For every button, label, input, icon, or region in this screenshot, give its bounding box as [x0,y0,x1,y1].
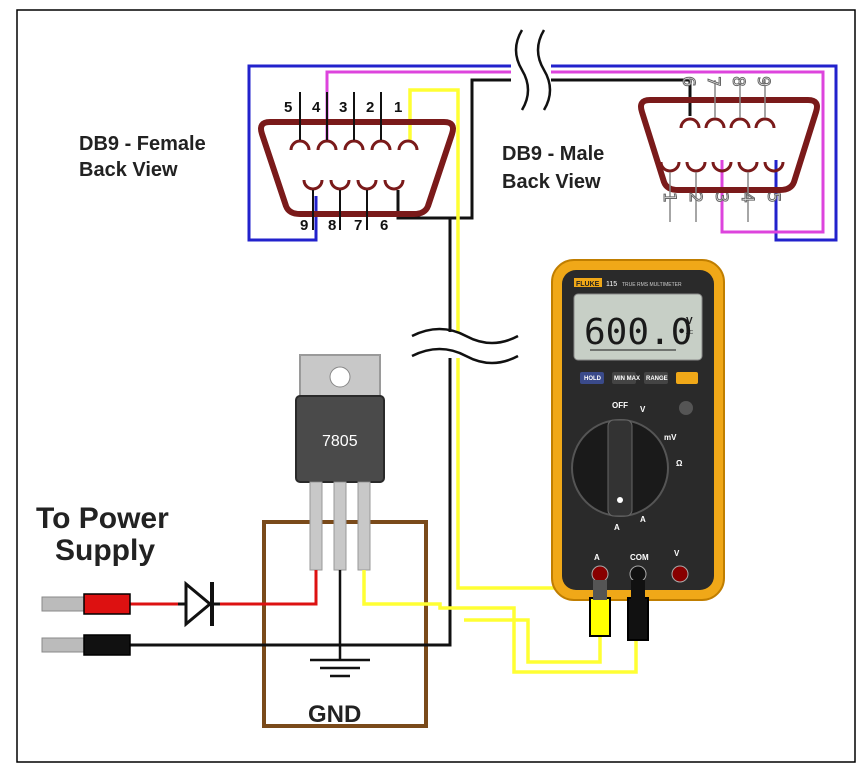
wire-break-top-gap [511,28,551,148]
female-label-line1: DB9 - Female [79,133,206,155]
range-button-label: RANGE [646,376,668,382]
male-pin-5: 5 [763,192,783,203]
female-pin-3: 3 [339,99,347,116]
male-pin-7: 7 [703,76,723,87]
jack-v[interactable] [671,565,689,583]
range-button[interactable] [644,372,668,384]
power-leads [41,593,131,656]
male-label-line1: DB9 - Male [502,143,604,165]
regulator-label: 7805 [322,433,358,450]
diode [178,580,220,628]
female-pin-6: 6 [380,217,388,234]
dial-off: OFF [612,401,628,410]
jack-a[interactable] [591,565,609,583]
male-pin-9: 9 [753,76,773,87]
dial-a: A [614,523,620,532]
min-max-button[interactable] [612,372,636,384]
female-pin-1: 1 [394,99,402,116]
wire-break-mid-upper [411,327,519,345]
wire-break-mid-lower [411,347,519,365]
female-pin-7: 7 [354,217,362,234]
dial-mv: mV [664,433,677,442]
regulator-7805: 7805 [295,354,385,571]
min-max-button-label: MIN MAX [614,376,640,382]
power-label-line2: Supply [55,534,155,567]
lcd-unit-sub: AC [686,330,693,336]
jack-a-label: A [594,553,600,562]
dial-a-ac: A [640,515,646,524]
red-wire-to-reg [218,570,318,606]
gnd-label: GND [308,701,361,728]
lcd-unit: V [686,316,693,327]
dial-ohm: Ω [676,459,683,468]
multimeter-brand: FLUKE [576,281,600,288]
female-pin-2: 2 [366,99,374,116]
male-label-line2: Back View [502,171,601,193]
multimeter: FLUKE 115 TRUE RMS MULTIMETER 600.0 V AC… [551,259,725,601]
jack-com-label: COM [630,553,649,562]
wire-break-top-left [514,29,530,111]
mode-button[interactable] [679,401,693,415]
female-pin-8: 8 [328,217,336,234]
power-label-line1: To Power [36,502,169,535]
black-probe [627,597,649,641]
yellow-wire-output [362,570,638,674]
jack-com[interactable] [629,565,647,583]
multimeter-model-desc: TRUE RMS MULTIMETER [622,282,682,288]
db9-female-connector: 5 4 3 2 1 9 8 7 6 [258,92,456,234]
dial-v: V [640,405,646,414]
magenta-wire [325,70,825,234]
wire-break-top-right [536,29,552,111]
female-pin-5: 5 [284,99,292,116]
male-pin-4: 4 [737,192,757,203]
male-pin-1: 1 [659,192,679,203]
black-probe-plug [631,580,645,600]
male-pin-8: 8 [728,76,748,87]
hold-button[interactable] [580,372,604,384]
lcd-reading: 600.0 [584,312,692,353]
male-pin-6: 6 [678,76,698,87]
female-pin-9: 9 [300,217,308,234]
male-pin-3: 3 [711,192,731,203]
female-label-line2: Back View [79,159,178,181]
female-pin-4: 4 [312,99,321,116]
backlight-button[interactable] [676,372,698,384]
male-pin-2: 2 [685,192,705,203]
multimeter-model: 115 [606,281,617,288]
yellow-probe-plug [593,580,607,600]
jack-v-label: V [674,549,680,558]
db9-male-connector: 6 7 8 9 1 2 3 4 5 [638,76,820,222]
hold-button-label: HOLD [584,376,602,382]
yellow-probe [589,597,611,637]
yellow-wire-a-probe [464,618,602,664]
